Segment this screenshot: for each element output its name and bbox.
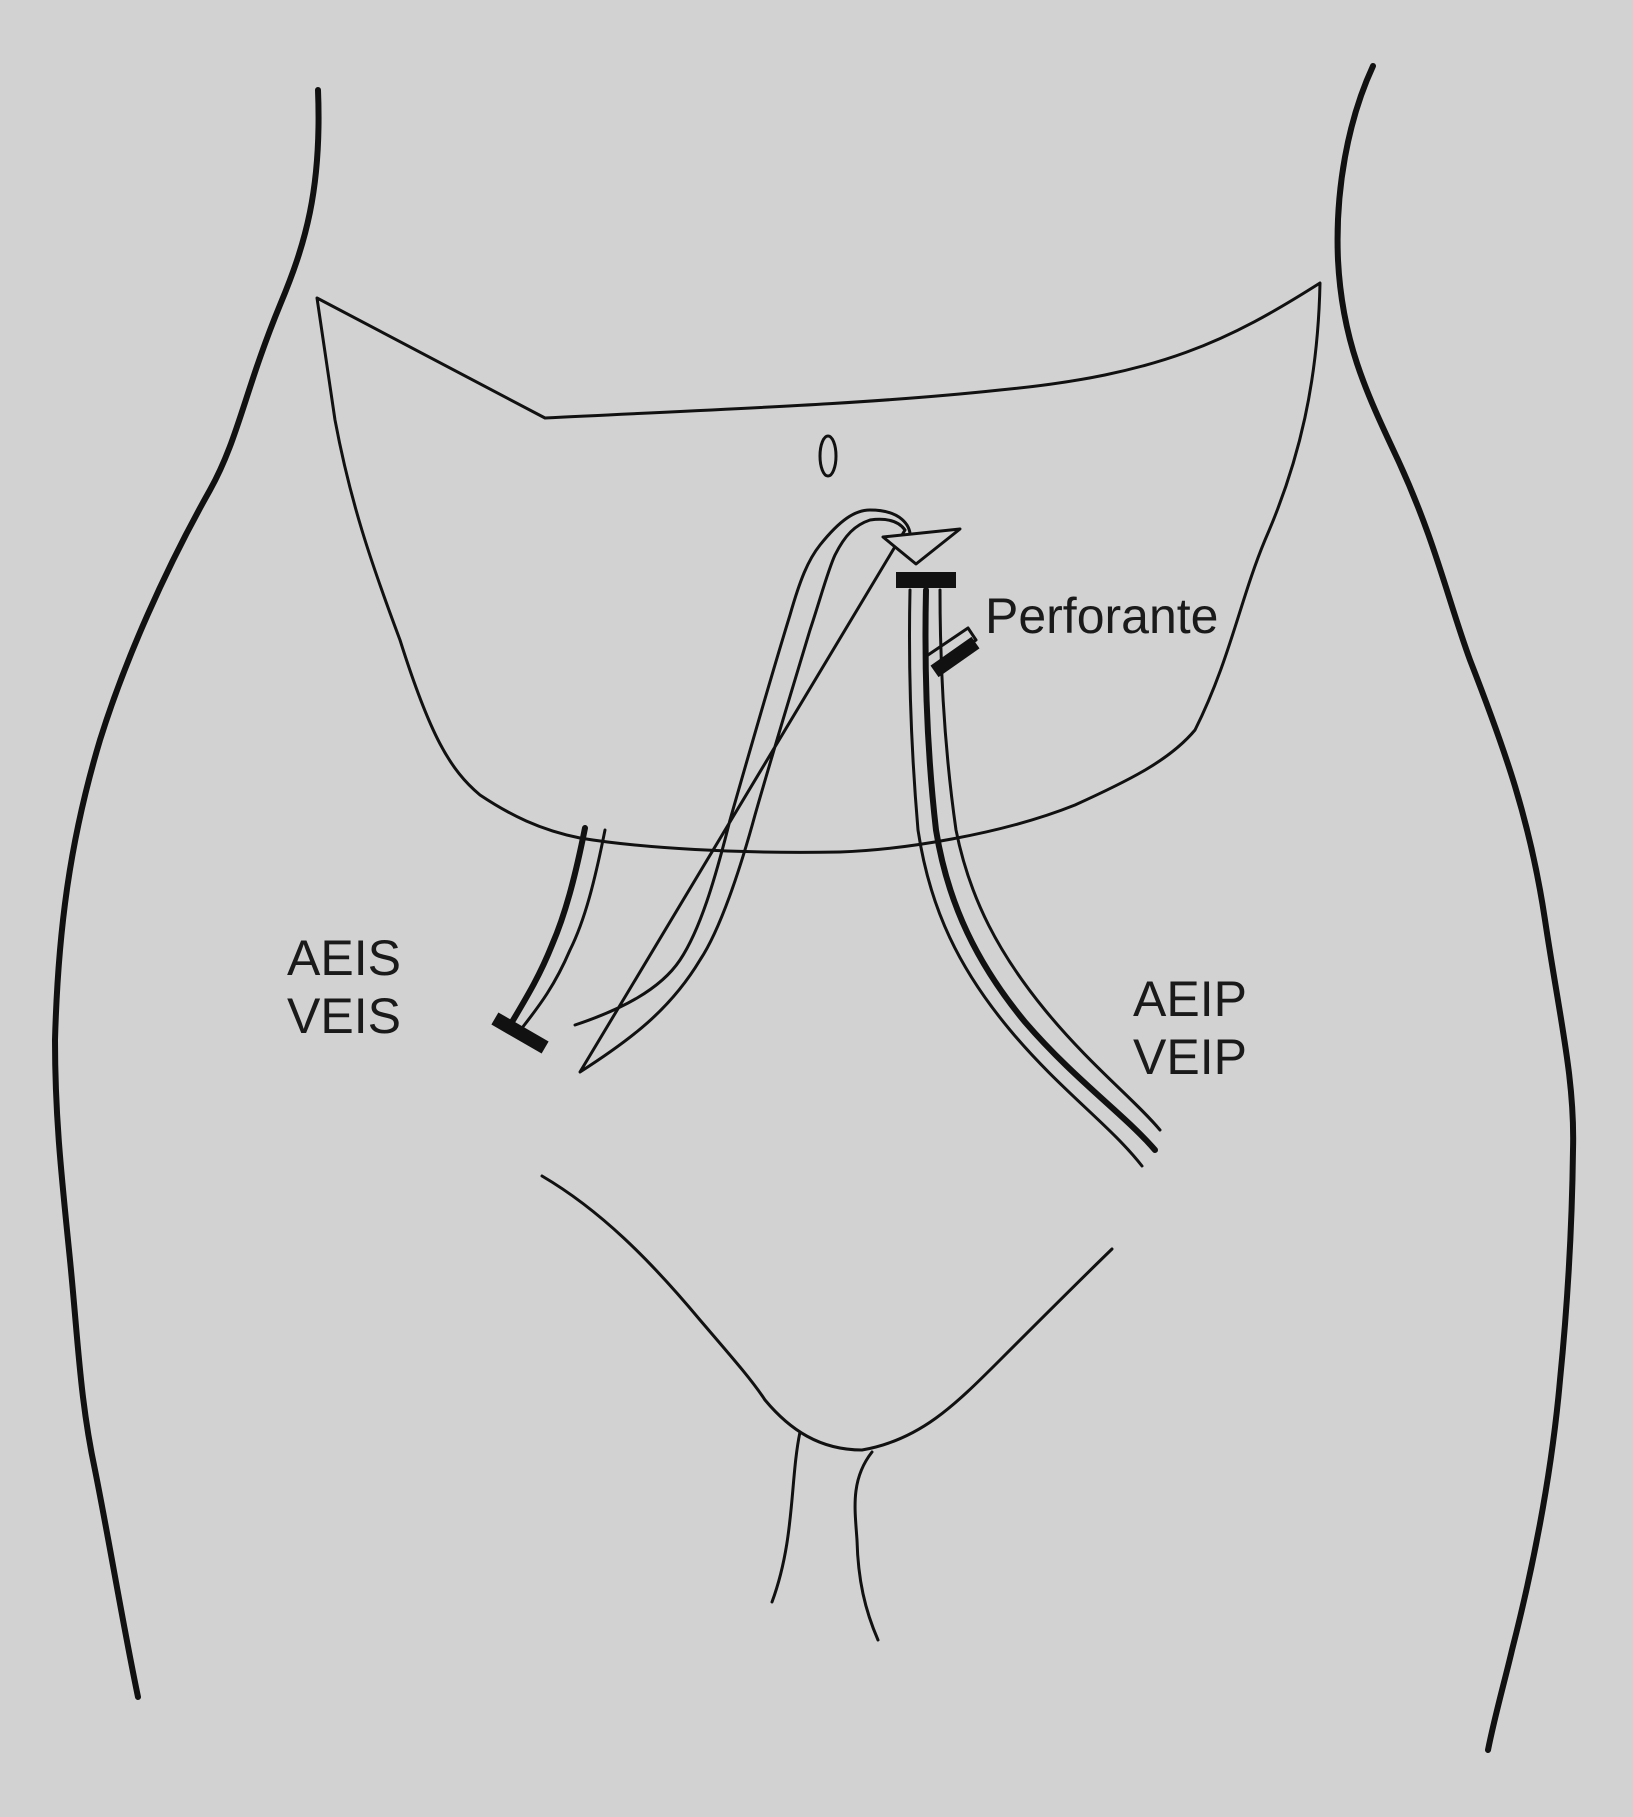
superficial-vessels-label: AEIS VEIS [287, 929, 401, 1045]
perforator-clip [896, 572, 956, 588]
leg-line-right [853, 1450, 880, 1642]
deep-vessels-label: AEIP VEIP [1133, 970, 1247, 1086]
deep-vessel-left-edge [907, 588, 1144, 1168]
body-outline-right [1334, 63, 1577, 1753]
umbilicus [818, 434, 838, 478]
perforator-label: Perforante [985, 588, 1219, 644]
superficial-artery-label: AEIS [287, 930, 401, 986]
superficial-vessel-inner [509, 825, 588, 1025]
flap-outline [315, 281, 1322, 854]
flow-arrowhead [881, 527, 962, 566]
deep-vessel-core [922, 587, 1158, 1153]
pubic-contour [540, 1174, 1114, 1452]
deep-vessel-right-edge [938, 588, 1162, 1132]
superficial-vein-label: VEIS [287, 988, 401, 1044]
superficial-vessel-clip [491, 1012, 549, 1054]
deep-vein-label: VEIP [1133, 1029, 1247, 1085]
side-branch-clip [930, 636, 980, 678]
superficial-vessel-outer [520, 828, 607, 1030]
deep-artery-label: AEIP [1133, 971, 1247, 1027]
pedicle-loop [573, 508, 912, 1074]
body-outline-left [52, 87, 322, 1700]
leg-line-left [770, 1430, 802, 1604]
